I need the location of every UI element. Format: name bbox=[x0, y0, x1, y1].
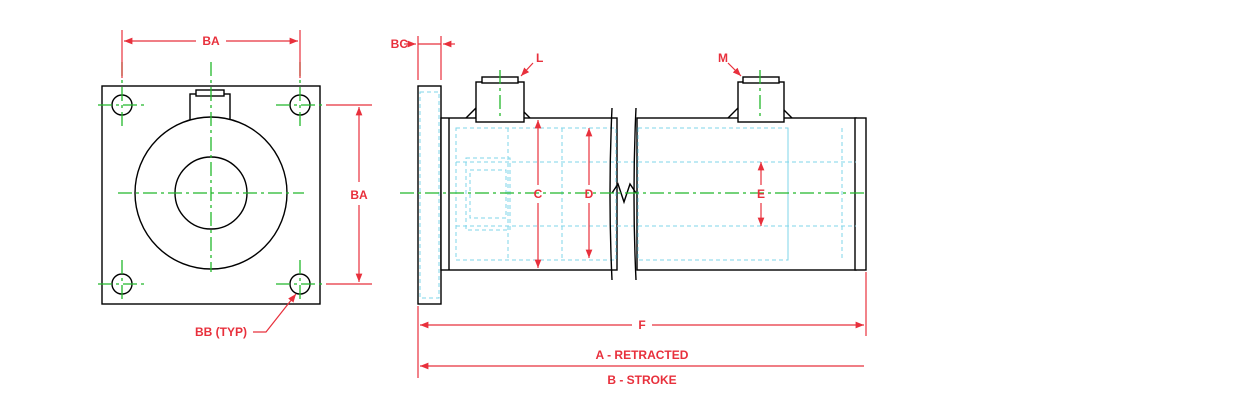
label-ba-top: BA bbox=[202, 34, 220, 48]
label-m: M bbox=[718, 51, 728, 65]
dim-a-retracted: A - RETRACTED bbox=[420, 348, 864, 370]
port-m-body bbox=[737, 81, 785, 123]
label-d: D bbox=[585, 187, 594, 201]
label-l: L bbox=[536, 51, 543, 65]
dim-bc: BC bbox=[391, 36, 455, 80]
dim-m: M bbox=[718, 51, 742, 77]
dim-b-stroke: B - STROKE bbox=[607, 373, 676, 387]
label-a: A - RETRACTED bbox=[596, 348, 689, 362]
dim-bb: BB (TYP) bbox=[195, 293, 297, 339]
label-b: B - STROKE bbox=[607, 373, 676, 387]
end-cap bbox=[854, 117, 867, 271]
port-cap bbox=[195, 89, 225, 97]
label-bc: BC bbox=[391, 37, 409, 51]
label-ba-side: BA bbox=[350, 188, 368, 202]
dim-d: D bbox=[585, 128, 594, 258]
label-e: E bbox=[757, 187, 765, 201]
dim-ba-side: BA bbox=[326, 104, 372, 285]
flange-plate bbox=[101, 85, 321, 305]
dim-e: E bbox=[757, 162, 765, 226]
dim-l: L bbox=[520, 51, 543, 77]
label-bb: BB (TYP) bbox=[195, 325, 247, 339]
cylinder-body-right bbox=[636, 117, 857, 271]
dim-ba-top: BA bbox=[121, 30, 301, 78]
dim-f: F bbox=[420, 318, 864, 332]
dim-c: C bbox=[534, 120, 543, 268]
side-view bbox=[400, 70, 867, 305]
label-f: F bbox=[638, 318, 645, 332]
front-view bbox=[98, 62, 324, 305]
label-c: C bbox=[534, 187, 543, 201]
side-flange bbox=[417, 85, 442, 305]
port-m-cap bbox=[742, 76, 780, 84]
